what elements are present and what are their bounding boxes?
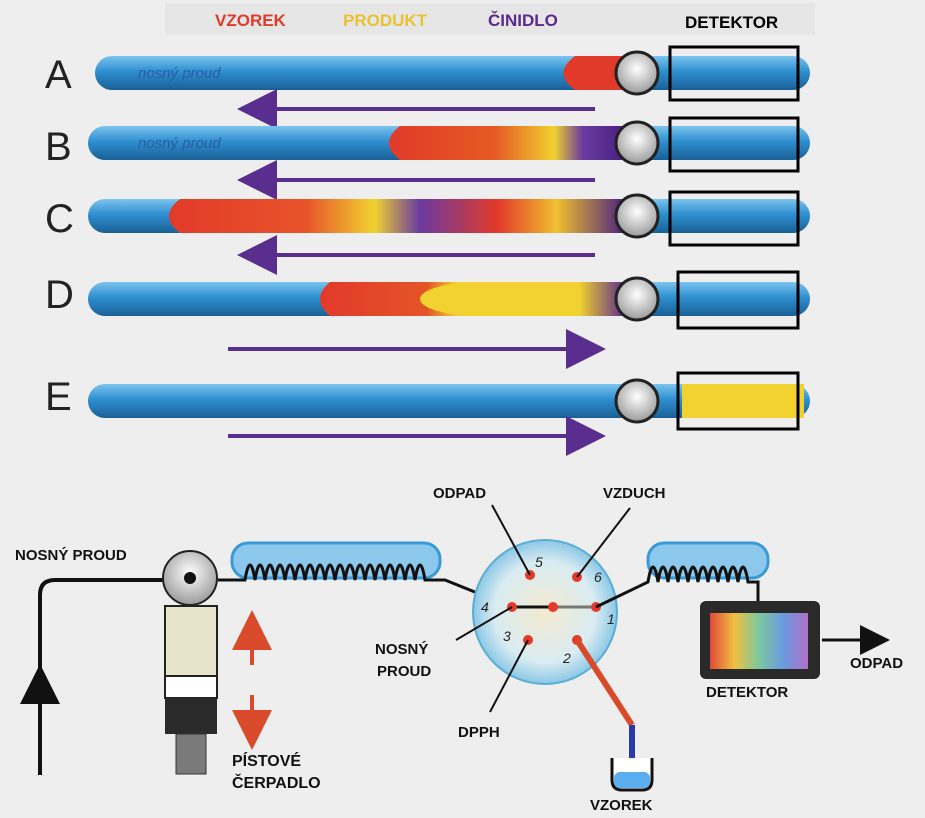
pump-center	[184, 572, 196, 584]
leader-carrier	[455, 606, 513, 641]
pump-cylinder	[164, 605, 218, 677]
selection-valve	[472, 539, 618, 685]
valve-icon-a	[614, 50, 660, 96]
dpph-label: DPPH	[458, 724, 500, 741]
row-label-c: C	[45, 197, 74, 241]
valve-center-port	[548, 602, 558, 612]
schematic: NOSNÝ PROUD PÍSTOVÉ ČERPADLO 5 6 4 1 3 2	[15, 485, 903, 814]
port-label-3: 3	[503, 628, 511, 644]
leader-waste	[491, 504, 531, 576]
row-label-b: B	[45, 125, 72, 169]
pump-label-1: PÍSTOVÉ	[232, 751, 301, 770]
valve-icon-d	[614, 276, 660, 322]
zone-c-mix	[169, 199, 625, 233]
detector-box-d	[676, 270, 800, 330]
tube-note-a: nosný proud	[138, 65, 221, 82]
detector-box-c	[668, 190, 800, 247]
legend-detector: DETEKTOR	[685, 13, 778, 32]
row-label-e: E	[45, 375, 72, 419]
legend-reagent: ČINIDLO	[488, 11, 558, 30]
detector-box-e	[676, 371, 800, 431]
valve-icon-e	[614, 378, 660, 424]
pump-seal	[165, 698, 217, 734]
sample-line	[574, 638, 635, 727]
leader-air	[576, 507, 631, 578]
detector-box-b	[668, 116, 800, 173]
waste-top-label: ODPAD	[433, 485, 486, 502]
inlet-line	[38, 578, 190, 775]
carrier-left-label: NOSNÝ PROUD	[15, 546, 127, 564]
zone-d-product	[420, 282, 540, 316]
reaction-coil	[595, 565, 760, 609]
pump-label-2: ČERPADLO	[232, 773, 321, 792]
port-label-6: 6	[594, 569, 602, 585]
carrier-valve-label-1: NOSNÝ	[375, 640, 428, 658]
pump-rod	[175, 733, 207, 775]
port-label-1: 1	[607, 611, 615, 627]
row-a: A nosný proud	[45, 45, 810, 129]
detector-spectrum	[710, 613, 808, 669]
row-label-a: A	[45, 53, 72, 97]
port-label-4: 4	[481, 599, 489, 615]
row-e: E	[45, 371, 810, 456]
pump-piston	[164, 675, 218, 699]
air-label: VZDUCH	[603, 485, 666, 502]
row-c: C	[45, 190, 810, 275]
waste-right-label: ODPAD	[850, 655, 903, 672]
detector-label: DETEKTOR	[706, 684, 788, 701]
detector-box-a	[668, 45, 800, 102]
port-label-2: 2	[562, 650, 571, 666]
valve-icon-c	[614, 193, 660, 239]
row-b: B nosný proud	[45, 116, 810, 200]
legend-band	[165, 3, 815, 35]
zone-b-mix	[389, 126, 625, 160]
zone-a-sample	[563, 56, 625, 90]
leader-dpph	[489, 639, 529, 713]
zone-e-product	[682, 384, 804, 418]
row-d: D	[45, 270, 810, 369]
port-label-5: 5	[535, 554, 543, 570]
row-label-d: D	[45, 273, 74, 317]
tube-note-b: nosný proud	[138, 135, 221, 152]
holding-coil	[218, 563, 513, 609]
legend-sample: VZOREK	[215, 11, 287, 30]
valve-icon-b	[614, 120, 660, 166]
legend-product: PRODUKT	[343, 11, 428, 30]
sample-vial-label: VZOREK	[590, 797, 653, 814]
sample-liquid	[614, 772, 650, 788]
carrier-valve-label-2: PROUD	[377, 663, 431, 680]
